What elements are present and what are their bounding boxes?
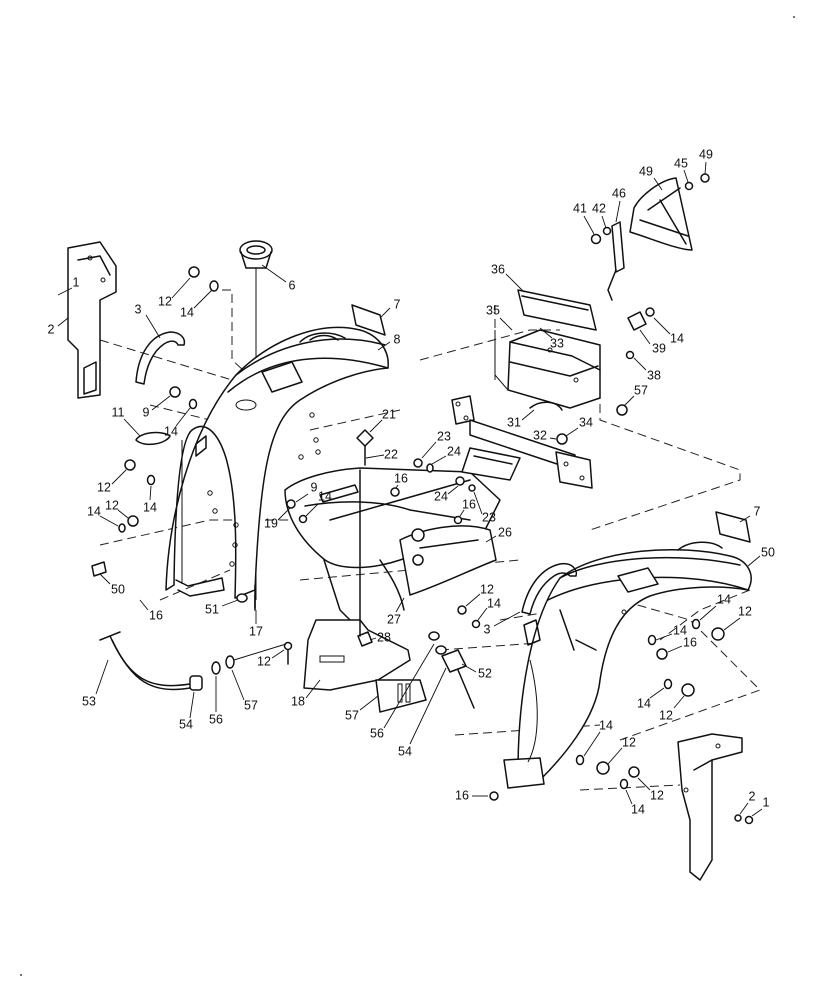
callout-52: 52 <box>478 666 492 680</box>
callout-11: 11 <box>112 405 125 419</box>
scan-specks <box>20 16 795 976</box>
callout-14-low: 14 <box>87 504 101 518</box>
callout-16-left: 16 <box>149 608 163 622</box>
center-bolt-set <box>254 429 481 709</box>
callout-51: 51 <box>205 602 219 616</box>
callout-3-right: 3 <box>484 622 491 636</box>
callout-14-center: 14 <box>318 489 332 503</box>
callout-12-right3: 12 <box>659 708 673 722</box>
callout-43: 45 <box>674 156 688 170</box>
right-grab-handle <box>521 562 578 615</box>
callout-14-center2: 14 <box>487 596 501 610</box>
callout-38: 38 <box>647 368 661 382</box>
callout-14-mid: 14 <box>164 424 178 438</box>
callout-14-right4: 14 <box>599 718 613 732</box>
callout-42: 42 <box>592 201 606 215</box>
callout-16-center: 16 <box>394 471 408 485</box>
misc-small-parts <box>91 561 256 609</box>
callout-45: 49 <box>639 164 653 178</box>
callout-54-pan: 54 <box>398 744 412 758</box>
callout-9-center: 9 <box>311 480 318 494</box>
callout-12-top: 12 <box>158 294 172 308</box>
callout-26: 26 <box>498 525 512 539</box>
callout-24-mid: 24 <box>434 489 448 503</box>
right-upper-frame <box>494 289 655 409</box>
callout-12-center: 12 <box>480 582 494 596</box>
callout-7-right: 7 <box>754 504 761 518</box>
callout-14-right3: 14 <box>637 696 651 710</box>
callout-9-left: 9 <box>143 405 150 419</box>
callout-46: 50 <box>761 545 775 559</box>
center-floor-pan <box>284 467 501 713</box>
callout-31: 31 <box>507 415 521 429</box>
throttle-cable <box>99 631 287 691</box>
callout-54-cable: 54 <box>179 717 193 731</box>
callout-27: 27 <box>387 612 401 626</box>
right-mounting-bracket <box>677 733 754 881</box>
callout-33: 33 <box>550 336 564 350</box>
callout-2-right: 2 <box>749 789 756 803</box>
callout-55-pan: 56 <box>370 726 384 740</box>
callout-49: 49 <box>699 147 713 161</box>
left-mounting-bracket <box>67 241 117 399</box>
callout-44: 46 <box>612 186 626 200</box>
callout-53: 53 <box>82 694 96 708</box>
callout-labels: 1 2 3 6 7 8 9 11 12 14 14 12 14 12 14 50… <box>48 147 775 817</box>
callout-23-top: 23 <box>437 429 451 443</box>
callout-21: 21 <box>382 407 396 421</box>
callout-16-right-bottom: 16 <box>455 788 469 802</box>
callout-22: 22 <box>384 447 398 461</box>
callout-2-left: 2 <box>48 322 55 336</box>
reflector <box>135 431 171 446</box>
right-bolt-set <box>489 618 725 801</box>
callout-32: 32 <box>533 428 547 442</box>
left-decal-plate <box>351 304 386 336</box>
callout-18: 18 <box>291 694 305 708</box>
callout-12-right4: 12 <box>622 735 636 749</box>
callout-14-mid2: 14 <box>143 500 157 514</box>
callout-56-cable: 57 <box>244 698 258 712</box>
callout-16-right: 16 <box>683 635 697 649</box>
callout-12-right5: 12 <box>650 788 664 802</box>
left-grab-handle <box>135 331 186 385</box>
callout-14-right1: 14 <box>717 592 731 606</box>
right-decal-plate <box>715 511 751 543</box>
center-crossmember <box>451 395 628 489</box>
callout-14-top: 14 <box>180 305 194 319</box>
callout-56-pan: 57 <box>345 708 359 722</box>
callout-14-right2: 14 <box>673 623 687 637</box>
callout-39: 39 <box>652 341 666 355</box>
callout-8: 8 <box>394 332 401 346</box>
callout-50: 50 <box>111 582 125 596</box>
callout-12-low: 12 <box>105 498 119 512</box>
right-fender <box>503 541 752 789</box>
top-right-bracket <box>590 173 710 301</box>
callout-12-pan: 12 <box>257 654 271 668</box>
callout-14-right-top: 14 <box>670 331 684 345</box>
left-fender <box>165 326 389 599</box>
callout-6: 6 <box>289 278 296 292</box>
callout-23-mid: 23 <box>482 510 496 524</box>
callout-12-right1: 12 <box>738 604 752 618</box>
callout-3-left: 3 <box>135 302 142 316</box>
callout-34: 34 <box>579 415 593 429</box>
callout-57: 57 <box>634 383 648 397</box>
callout-7-left: 7 <box>394 297 401 311</box>
callout-16-mid: 16 <box>462 497 476 511</box>
callout-1-left: 1 <box>73 275 80 289</box>
left-bolt-set <box>118 266 219 533</box>
callout-14-right5: 14 <box>631 802 645 816</box>
callout-41: 41 <box>573 201 587 215</box>
callout-17: 17 <box>249 624 263 638</box>
callout-28: 28 <box>377 630 391 644</box>
callout-24-top: 24 <box>447 444 461 458</box>
callout-35: 35 <box>486 303 500 317</box>
callout-36: 36 <box>491 262 505 276</box>
callout-55-cable: 56 <box>209 712 223 726</box>
callout-12-mid: 12 <box>97 480 111 494</box>
callout-1-right: 1 <box>763 795 770 809</box>
callout-19: 19 <box>264 516 278 530</box>
